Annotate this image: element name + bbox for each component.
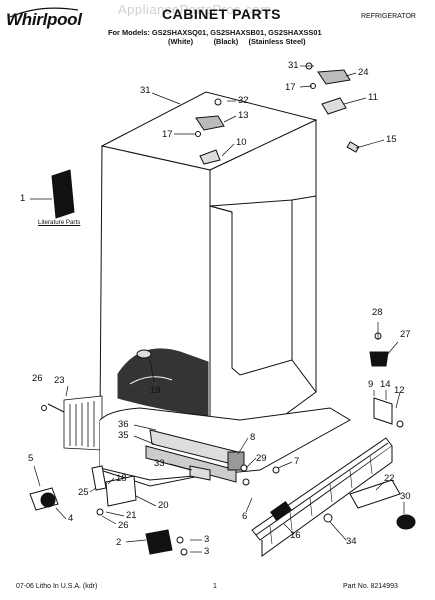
appliance-category: REFRIGERATOR xyxy=(361,13,416,20)
callout-32: 32 xyxy=(238,95,249,106)
callout-36: 36 xyxy=(118,419,129,430)
callout-17: 17 xyxy=(285,82,296,93)
callout-18: 18 xyxy=(116,473,127,484)
callout-33: 33 xyxy=(154,458,165,469)
part-number: Part No. 8214993 xyxy=(343,583,398,590)
callout-14: 14 xyxy=(380,379,391,390)
model-numbers: For Models: GS2SHAXSQ01, GS2SHAXSB01, GS… xyxy=(108,28,322,37)
callout-16: 16 xyxy=(290,530,301,541)
top-hinge-right xyxy=(317,69,351,85)
callout-10: 10 xyxy=(236,137,247,148)
callout-27: 27 xyxy=(400,329,411,340)
callout-24: 24 xyxy=(358,67,369,78)
callout-7: 7 xyxy=(294,456,300,467)
callout-12: 12 xyxy=(394,385,405,396)
rear-grille xyxy=(63,395,103,451)
callout-4: 4 xyxy=(68,513,74,524)
print-info: 07-06 Litho In U.S.A. (kdr) xyxy=(16,583,98,590)
callout-5: 5 xyxy=(28,453,34,464)
callout-31: 31 xyxy=(140,85,151,96)
callout-26: 26 xyxy=(32,373,43,384)
callout-20: 20 xyxy=(158,500,169,511)
callout-1: 1 xyxy=(20,193,26,204)
callout-17: 17 xyxy=(162,129,173,140)
callout-8: 8 xyxy=(250,432,256,443)
callout-30: 30 xyxy=(400,491,411,502)
top-hinge-left xyxy=(195,115,225,131)
callout-29: 29 xyxy=(256,453,267,464)
whirlpool-logo-swoosh xyxy=(9,7,79,18)
callout-35: 35 xyxy=(118,430,129,441)
watermark: AppliancePartsPros.com xyxy=(118,2,272,17)
literature-parts-label: Literature Parts xyxy=(38,219,81,226)
callout-6: 6 xyxy=(242,511,248,522)
callout-31: 31 xyxy=(288,60,299,71)
whirlpool-logo: Whirlpool xyxy=(6,10,82,29)
callout-26: 26 xyxy=(118,520,129,531)
callout-2: 2 xyxy=(116,537,122,548)
callout-9: 9 xyxy=(368,379,374,390)
hinge-bracket-11 xyxy=(321,97,347,115)
callout-3: 3 xyxy=(204,546,210,557)
callout-13: 13 xyxy=(238,110,249,121)
callout-11: 11 xyxy=(368,92,378,103)
callout-23: 23 xyxy=(54,375,65,386)
front-roller xyxy=(349,479,401,509)
callout-22: 22 xyxy=(384,473,395,484)
toe-grille xyxy=(251,437,393,557)
callout-21: 21 xyxy=(126,510,137,521)
page-title: CABINET PARTS xyxy=(162,6,282,22)
callout-34: 34 xyxy=(346,536,357,547)
callout-25: 25 xyxy=(78,487,89,498)
callout-19: 19 xyxy=(150,385,161,396)
literature-booklet xyxy=(51,169,75,219)
model-colors: (White) (Black) (Stainless Steel) xyxy=(168,37,306,46)
hinge-bracket-10 xyxy=(199,149,221,165)
callout-3: 3 xyxy=(204,534,210,545)
callout-28: 28 xyxy=(372,307,383,318)
page-number: 1 xyxy=(213,583,217,590)
callout-15: 15 xyxy=(386,134,397,145)
leveling-leg xyxy=(145,529,173,555)
